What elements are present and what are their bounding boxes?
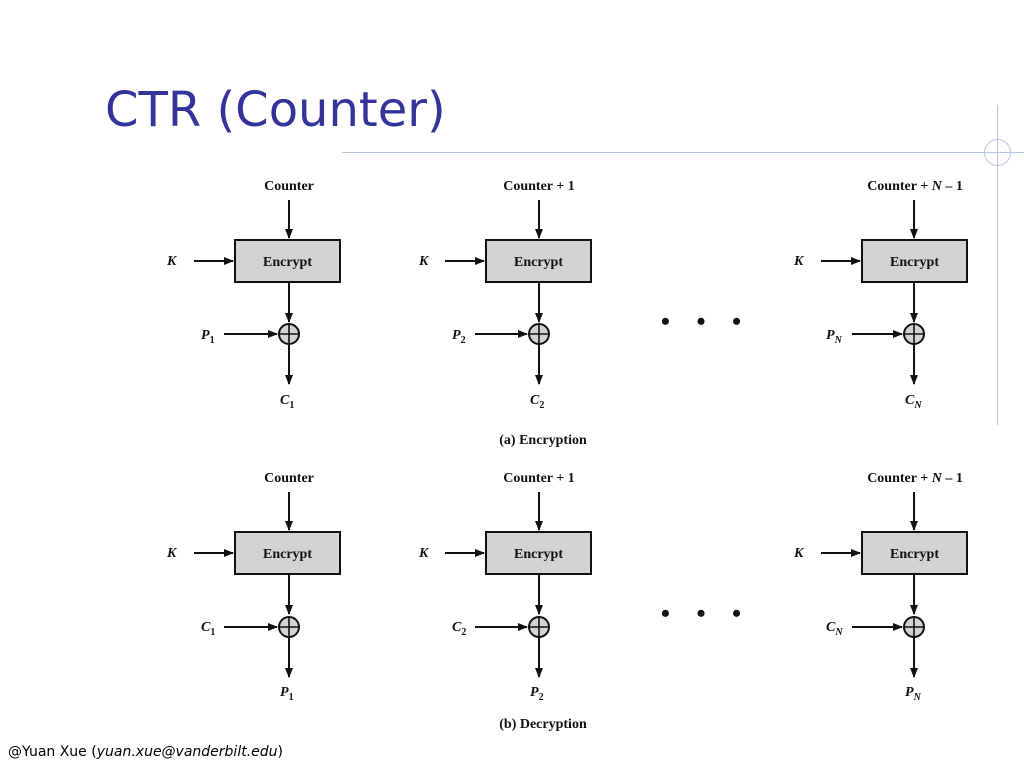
dec-counter-2: Counter + 1: [503, 471, 575, 486]
enc-ellipsis: • • •: [661, 307, 751, 336]
footer-credit: @Yuan Xue (yuan.xue@vanderbilt.edu): [8, 744, 283, 760]
dec-input-1: C1: [201, 620, 215, 638]
dec-counter-1: Counter: [264, 471, 314, 486]
enc-column-2: Counter + 1 Encrypt K P2 C2: [418, 179, 592, 411]
dec-key-2: K: [418, 546, 430, 561]
dec-encrypt-label-n: Encrypt: [890, 547, 939, 562]
dec-column-n: Counter + N – 1 Encrypt K CN PN: [793, 471, 968, 703]
dec-input-n: CN: [826, 620, 843, 638]
dec-input-2: C2: [452, 620, 466, 638]
dec-caption: (b) Decryption: [499, 717, 587, 732]
enc-counter-n: Counter + N – 1: [867, 179, 963, 194]
dec-xor-2: [528, 616, 550, 638]
footer-suffix: ): [277, 744, 283, 760]
dec-encrypt-label-2: Encrypt: [514, 547, 563, 562]
enc-input-2: P2: [452, 328, 466, 346]
dec-encrypt-label-1: Encrypt: [263, 547, 312, 562]
dec-xor-1: [278, 616, 300, 638]
enc-column-1: Counter Encrypt K P1 C1: [166, 179, 341, 411]
enc-output-1: C1: [280, 393, 294, 411]
enc-xor-1: [278, 323, 300, 345]
enc-encrypt-block-2: [485, 239, 592, 283]
enc-column-n: Counter + N – 1 Encrypt K PN CN: [793, 179, 968, 411]
enc-counter-1: Counter: [264, 179, 314, 194]
enc-input-1: P1: [201, 328, 215, 346]
dec-encrypt-block-1: [234, 531, 341, 575]
dec-output-1: P1: [280, 685, 294, 703]
enc-encrypt-label-2: Encrypt: [514, 255, 563, 270]
dec-ellipsis: • • •: [661, 599, 751, 628]
enc-encrypt-block-n: [861, 239, 968, 283]
decryption-section: Counter Encrypt K C1 P1 Counter +: [166, 471, 968, 732]
dec-counter-n: Counter + N – 1: [867, 471, 963, 486]
enc-key-2: K: [418, 254, 430, 269]
enc-key-1: K: [166, 254, 178, 269]
enc-caption: (a) Encryption: [499, 433, 587, 448]
dec-encrypt-block-2: [485, 531, 592, 575]
dec-key-1: K: [166, 546, 178, 561]
encryption-section: Counter Encrypt K P1 C1 Counter +: [166, 179, 968, 448]
footer-email: yuan.xue@vanderbilt.edu: [96, 744, 278, 760]
enc-xor-2: [528, 323, 550, 345]
dec-column-2: Counter + 1 Encrypt K C2 P2: [418, 471, 592, 703]
enc-xor-n: [903, 323, 925, 345]
enc-encrypt-block-1: [234, 239, 341, 283]
footer-prefix: @Yuan Xue (: [8, 744, 97, 760]
dec-key-n: K: [793, 546, 805, 561]
enc-input-n: PN: [826, 328, 843, 346]
enc-encrypt-label-n: Encrypt: [890, 255, 939, 270]
enc-encrypt-label-1: Encrypt: [263, 255, 312, 270]
dec-output-n: PN: [905, 685, 922, 703]
dec-xor-n: [903, 616, 925, 638]
dec-output-2: P2: [530, 685, 544, 703]
enc-key-n: K: [793, 254, 805, 269]
dec-encrypt-block-n: [861, 531, 968, 575]
enc-counter-2: Counter + 1: [503, 179, 575, 194]
enc-output-2: C2: [530, 393, 544, 411]
slide-title: CTR (Counter): [105, 82, 446, 138]
enc-output-n: CN: [905, 393, 922, 411]
dec-column-1: Counter Encrypt K C1 P1: [166, 471, 341, 703]
